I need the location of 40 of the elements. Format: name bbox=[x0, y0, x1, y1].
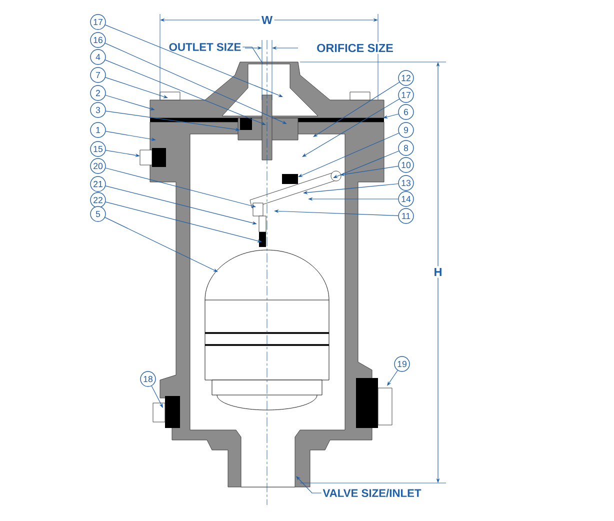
callout-number: 9 bbox=[398, 122, 414, 138]
callout-number: 4 bbox=[90, 49, 106, 65]
leader-line bbox=[104, 42, 287, 124]
callout-number: 17 bbox=[398, 87, 414, 103]
callout-number: 10 bbox=[398, 157, 414, 173]
dimension-label: W bbox=[260, 14, 274, 26]
callout-number: 14 bbox=[398, 191, 414, 207]
callout-number: 2 bbox=[90, 85, 106, 101]
leader-line bbox=[104, 24, 283, 97]
callout-number: 18 bbox=[140, 371, 156, 387]
leader-line bbox=[313, 82, 400, 137]
leader-line bbox=[296, 476, 322, 494]
callout-number: 20 bbox=[90, 158, 106, 174]
leader-line bbox=[387, 370, 398, 386]
dimension-label: VALVE SIZE/INLET bbox=[322, 488, 422, 498]
dimension-label: H bbox=[432, 266, 444, 278]
callout-number: 15 bbox=[90, 141, 106, 157]
dimension-label: ORIFICE SIZE bbox=[314, 42, 396, 54]
leader-line bbox=[242, 46, 264, 64]
leader-line bbox=[298, 132, 400, 177]
leader-line bbox=[104, 217, 218, 272]
leader-line bbox=[302, 98, 400, 157]
dimension-label: OUTLET SIZE bbox=[168, 42, 242, 52]
leader-line bbox=[151, 386, 163, 408]
leader-line bbox=[104, 60, 266, 125]
callout-number: 5 bbox=[90, 206, 106, 222]
callout-number: 17 bbox=[90, 14, 106, 30]
callout-number: 8 bbox=[398, 140, 414, 156]
callout-number: 3 bbox=[90, 102, 106, 118]
leader-line bbox=[333, 150, 400, 178]
callout-number: 1 bbox=[90, 122, 106, 138]
callout-number: 16 bbox=[90, 32, 106, 48]
callout-number: 11 bbox=[398, 208, 414, 224]
callout-number: 21 bbox=[90, 176, 106, 192]
callout-number: 7 bbox=[90, 67, 106, 83]
callout-number: 13 bbox=[398, 175, 414, 191]
callout-number: 12 bbox=[398, 70, 414, 86]
callout-number: 19 bbox=[394, 356, 410, 372]
callout-number: 6 bbox=[398, 104, 414, 120]
callout-number: 22 bbox=[90, 192, 106, 208]
